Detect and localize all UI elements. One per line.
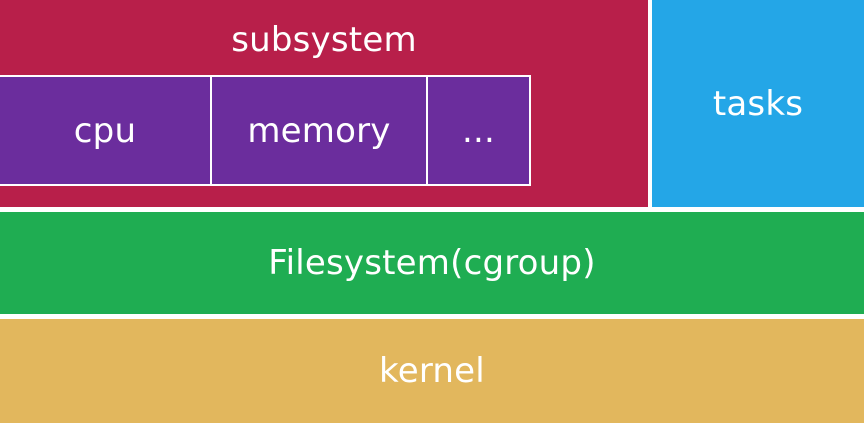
subsystem-item-memory: memory <box>210 75 428 186</box>
filesystem-block: Filesystem(cgroup) <box>0 212 864 314</box>
kernel-block: kernel <box>0 319 864 423</box>
subsystem-item-cpu: cpu <box>0 75 212 186</box>
tasks-block: tasks <box>652 0 864 207</box>
subsystem-label: subsystem <box>231 20 417 60</box>
subsystem-item-more: ... <box>426 75 531 186</box>
subsystem-block: subsystem cpu memory ... <box>0 0 648 207</box>
